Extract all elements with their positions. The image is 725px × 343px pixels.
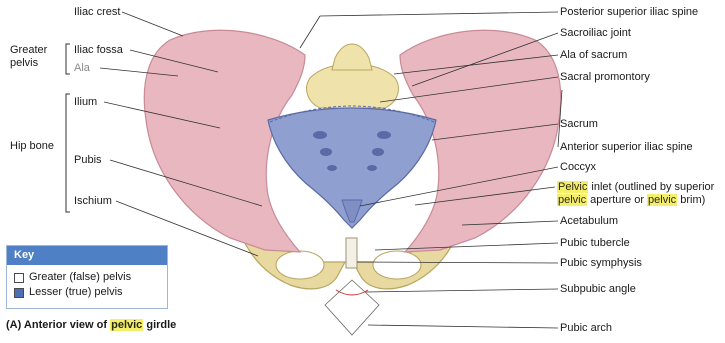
pelvic-highlight: pelvic — [647, 194, 677, 206]
key-item-label: Lesser (true) pelvis — [29, 286, 123, 299]
label-coccyx: Coccyx — [560, 161, 596, 174]
right-obturator-foramen — [373, 251, 421, 279]
pelvic-inlet-text: inlet (outlined by superior — [588, 181, 714, 193]
caption-text: girdle — [143, 319, 176, 331]
sacral-foramen — [320, 148, 332, 156]
sacral-foramen — [377, 131, 391, 139]
label-posterior-superior-iliac-spine: Posterior superior iliac spine — [560, 6, 698, 19]
label-pubic-tubercle: Pubic tubercle — [560, 237, 630, 250]
pelvic-highlight: pelvic — [557, 194, 587, 206]
label-pelvic-inlet-line1: Pelvic inlet (outlined by superior — [557, 181, 714, 194]
label-acetabulum: Acetabulum — [560, 215, 618, 228]
key-item-lesser: Lesser (true) pelvis — [14, 286, 123, 299]
label-sacrum: Sacrum — [560, 118, 598, 131]
label-pelvic-inlet-line2: pelvic aperture or pelvic brim) — [557, 194, 705, 207]
swatch-lesser-pelvis — [14, 288, 24, 298]
sacral-foramen — [327, 165, 337, 171]
sacral-foramen — [313, 131, 327, 139]
label-ala: Ala — [74, 62, 90, 75]
label-pubic-arch: Pubic arch — [560, 322, 612, 335]
greater-pelvis-brace — [66, 44, 70, 74]
vertebra-top-shape — [332, 44, 372, 70]
sacral-foramen — [372, 148, 384, 156]
label-anterior-superior-iliac-spine: Anterior superior iliac spine — [560, 141, 693, 154]
key-title: Key — [7, 246, 167, 265]
label-ala-of-sacrum: Ala of sacrum — [560, 49, 627, 62]
key-item-label: Greater (false) pelvis — [29, 271, 131, 284]
label-ilium: Ilium — [74, 96, 97, 109]
key-item-greater: Greater (false) pelvis — [14, 271, 131, 284]
pelvic-inlet-text: aperture or — [587, 194, 647, 206]
label-ischium: Ischium — [74, 195, 112, 208]
pubic-arch-outline — [325, 280, 379, 335]
hip-bone-brace — [66, 94, 70, 212]
label-pubis: Pubis — [74, 154, 102, 167]
pelvic-inlet-text: brim) — [677, 194, 705, 206]
label-subpubic-angle: Subpubic angle — [560, 283, 636, 296]
sacral-foramen — [367, 165, 377, 171]
key-legend: Key Greater (false) pelvis Lesser (true)… — [6, 245, 168, 309]
caption-text: (A) Anterior view of — [6, 319, 110, 331]
pubic-symphysis-shape — [346, 238, 357, 268]
label-hip-bone: Hip bone — [10, 140, 54, 153]
pelvic-highlight: Pelvic — [557, 181, 588, 193]
label-sacral-promontory: Sacral promontory — [560, 71, 650, 84]
label-greater-pelvis-2: pelvis — [10, 57, 38, 70]
figure-caption: (A) Anterior view of pelvic girdle — [6, 319, 176, 331]
label-iliac-crest: Iliac crest — [74, 6, 120, 19]
label-greater-pelvis: Greater — [10, 44, 47, 57]
label-sacroiliac-joint: Sacroiliac joint — [560, 27, 631, 40]
label-pubic-symphysis: Pubic symphysis — [560, 257, 642, 270]
label-iliac-fossa: Iliac fossa — [74, 44, 123, 57]
left-obturator-foramen — [276, 251, 324, 279]
caption-highlight: pelvic — [110, 319, 143, 331]
swatch-greater-pelvis — [14, 273, 24, 283]
